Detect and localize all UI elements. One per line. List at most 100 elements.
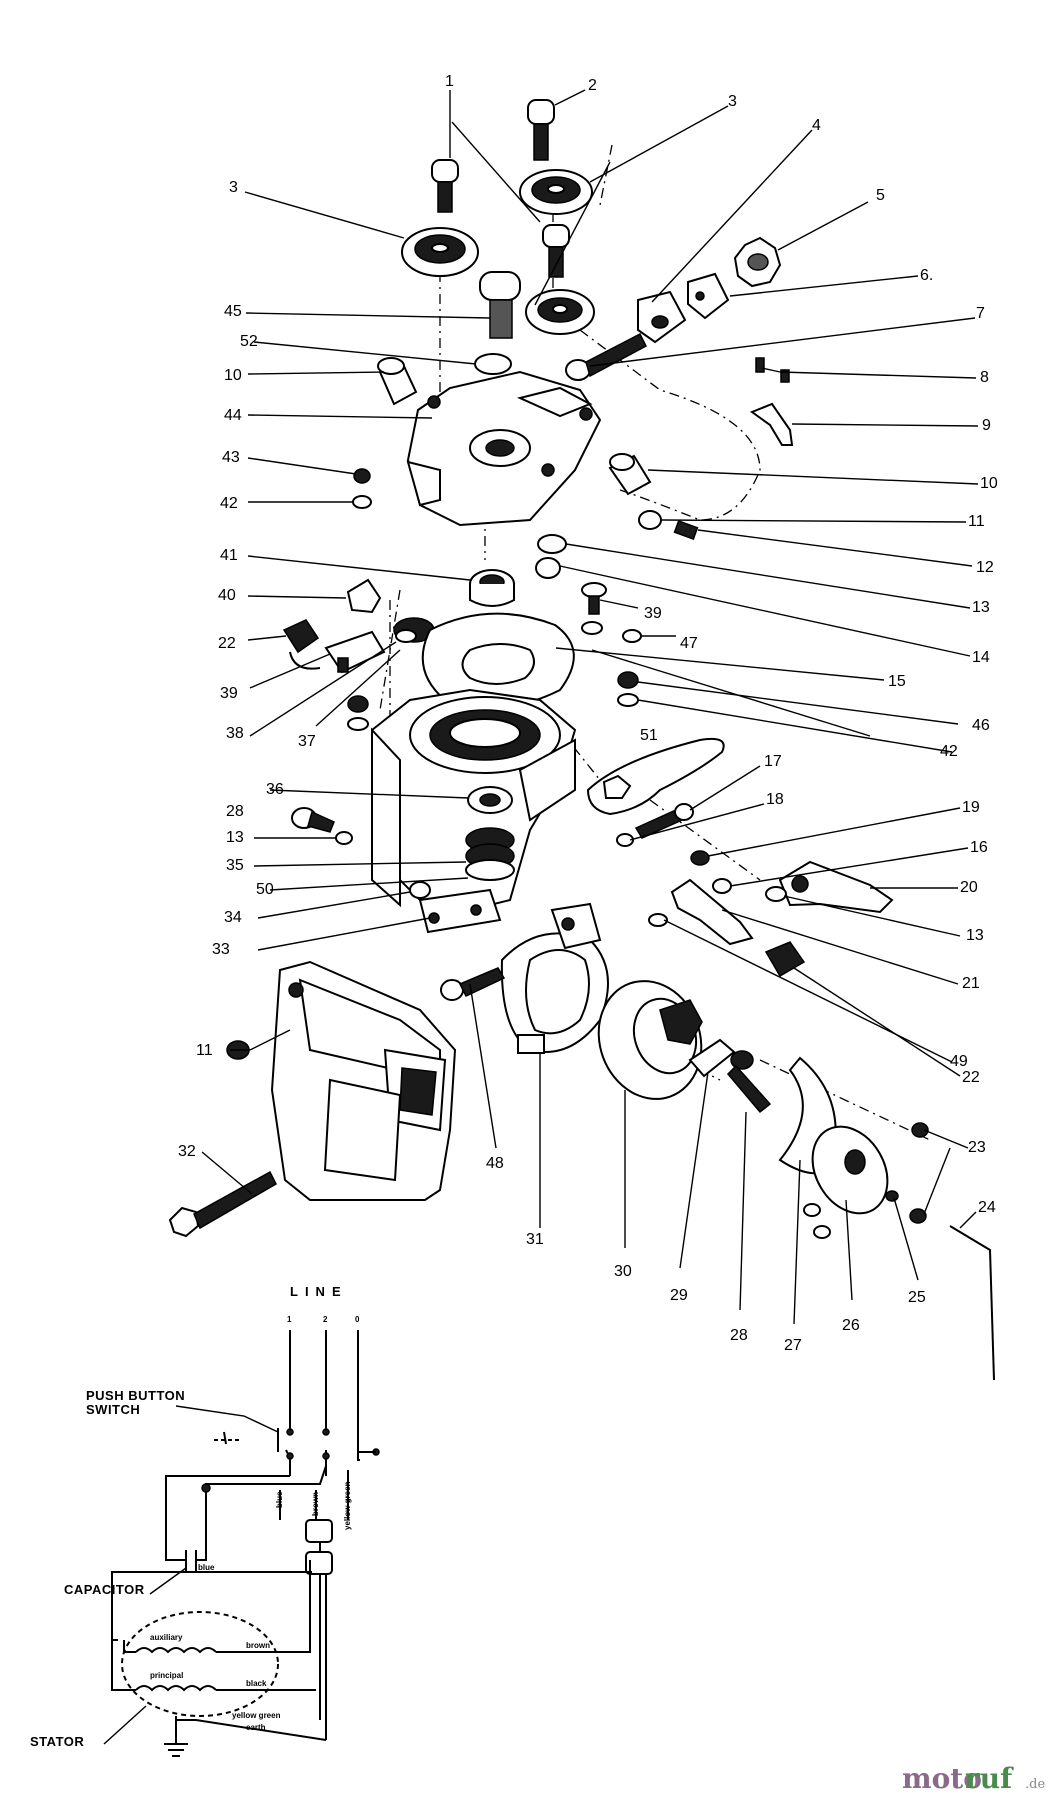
- flange-26-icon: [811, 1125, 889, 1215]
- callout-40: 40: [218, 587, 236, 604]
- callout-6: 6.: [920, 267, 933, 284]
- callout-39-right: 39: [644, 605, 662, 622]
- wire-label-earth: earth: [246, 1723, 266, 1732]
- capacitor-label: CAPACITOR: [64, 1582, 145, 1597]
- callout-33: 33: [212, 941, 230, 958]
- nut-46-icon: [617, 671, 639, 689]
- callout-8: 8: [980, 369, 989, 386]
- gear-housing-44-icon: [406, 370, 602, 527]
- wiring-line-title: LINE: [290, 1284, 348, 1299]
- callout-10-left: 10: [224, 367, 242, 384]
- clip-40-icon: [346, 578, 382, 614]
- callout-43: 43: [222, 449, 240, 466]
- screw-28-right-icon: [726, 1050, 772, 1114]
- spring-35-icon: [465, 827, 515, 881]
- brush-22-left-icon: [282, 619, 321, 670]
- callout-47: 47: [680, 635, 698, 652]
- wire-label-brown-switch: brown: [311, 1492, 320, 1516]
- wire-label-blue: blue: [198, 1563, 215, 1572]
- watermark-domain: .de: [1025, 1777, 1045, 1792]
- callout-35: 35: [226, 857, 244, 874]
- callout-22-left: 22: [218, 635, 236, 652]
- sleeve-10-left-icon: [377, 357, 418, 406]
- hex-key-24-icon: [949, 1225, 995, 1381]
- plate-29-icon: [688, 1038, 736, 1078]
- push-button-switch-label-2: SWITCH: [86, 1402, 140, 1417]
- bushing-41-icon: [469, 569, 515, 607]
- callout-51: 51: [640, 727, 658, 744]
- spring-37-icon: [393, 617, 435, 643]
- callout-42-right: 42: [940, 743, 958, 760]
- washer-13-left-icon: [335, 831, 353, 845]
- wire-label-yellow-green: yellow green: [232, 1711, 281, 1720]
- screw-right-icon: [542, 224, 570, 278]
- screw-28-left-icon: [291, 807, 335, 833]
- bracket-9-icon: [749, 402, 794, 446]
- callout-28-right: 28: [730, 1327, 748, 1344]
- callout-14: 14: [972, 649, 990, 666]
- callout-34: 34: [224, 909, 242, 926]
- trigger-21-icon: [670, 878, 754, 946]
- callout-13-right: 13: [966, 927, 984, 944]
- set-screw-12-icon: [673, 519, 699, 541]
- callout-26: 26: [842, 1317, 860, 1334]
- callout-39-left: 39: [220, 685, 238, 702]
- washer-49-icon: [648, 913, 668, 927]
- wire-label-black: black: [246, 1679, 267, 1688]
- screw-23b-icon: [909, 1208, 927, 1224]
- callout-2: 2: [588, 77, 597, 94]
- callout-48: 48: [486, 1155, 504, 1172]
- screw-1-icon: [431, 159, 459, 213]
- callout-29: 29: [670, 1287, 688, 1304]
- washer-right-small2-icon: [813, 1225, 831, 1239]
- callout-27: 27: [784, 1337, 802, 1354]
- callout-31: 31: [526, 1231, 544, 1248]
- bearing-3-left-icon: [401, 227, 479, 277]
- push-button-switch-label-1: PUSH BUTTON: [86, 1388, 185, 1403]
- callout-52: 52: [240, 333, 258, 350]
- washer-right-small-icon: [803, 1203, 821, 1217]
- bearing-plate-15-icon: [421, 612, 575, 709]
- terminal-2-label: 2: [323, 1315, 328, 1324]
- screw-25-icon: [885, 1190, 899, 1202]
- winding-auxiliary-label: auxiliary: [150, 1633, 183, 1642]
- wire-label-blue-switch: blue: [275, 1491, 284, 1508]
- callout-45: 45: [224, 303, 242, 320]
- bearing-3-upper-icon: [519, 169, 593, 215]
- callout-20: 20: [960, 879, 978, 896]
- callout-42-left: 42: [220, 495, 238, 512]
- wiring-diagram: LINE 1 2 0 PUSH BUTTON SWITCH CAPACITOR: [30, 1284, 380, 1757]
- callout-15: 15: [888, 673, 906, 690]
- washer-13-upper-icon: [537, 534, 567, 554]
- leader-lines: [201, 89, 979, 1325]
- motor-frame-icon: [370, 688, 577, 912]
- callout-19: 19: [962, 799, 980, 816]
- fan-30-icon: [597, 980, 703, 1100]
- callout-18: 18: [766, 791, 784, 808]
- part-shapes: [168, 99, 995, 1381]
- wire-label-yellow-green-switch: yellow green: [343, 1481, 352, 1530]
- bolt-48-icon: [440, 967, 506, 1001]
- brush-holder-39-icon: [324, 630, 386, 674]
- callout-38: 38: [226, 725, 244, 742]
- washer-52-icon: [474, 353, 512, 375]
- callout-3-left: 3: [229, 179, 238, 196]
- lever-20-icon: [778, 860, 894, 914]
- callout-24: 24: [978, 1199, 996, 1216]
- callout-23: 23: [968, 1139, 986, 1156]
- nut-block-4-icon: [637, 290, 687, 344]
- washer-42-right-icon: [617, 693, 639, 707]
- callout-11-left: 11: [196, 1042, 213, 1059]
- watermark-logo: moto ruf .de: [902, 1762, 1045, 1795]
- nut-19-icon: [690, 850, 710, 866]
- bolt-7-icon: [565, 332, 647, 381]
- callout-10-right: 10: [980, 475, 998, 492]
- washer-left-icon: [347, 717, 369, 731]
- nut-43-icon: [353, 468, 371, 484]
- screw-23-icon: [911, 1122, 929, 1138]
- washer-18-icon: [616, 833, 634, 847]
- winding-principal-label: principal: [150, 1671, 183, 1680]
- watermark-prefix: moto: [902, 1762, 982, 1795]
- nut-11-upper-icon: [638, 510, 662, 530]
